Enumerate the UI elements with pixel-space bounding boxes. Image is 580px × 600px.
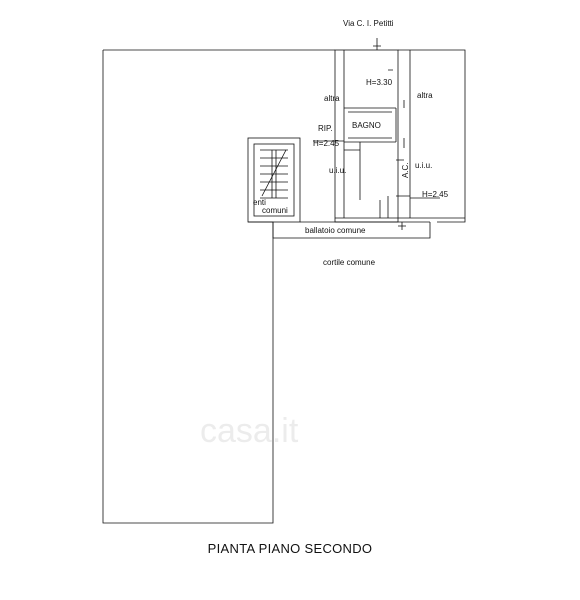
apartment-outline bbox=[334, 49, 399, 223]
room-altra-left: altra bbox=[324, 94, 340, 103]
height-main-label: H=3.30 bbox=[366, 78, 393, 87]
room-uiu-left: u.i.u. bbox=[329, 166, 346, 175]
height-ac-label: H=2.45 bbox=[422, 190, 449, 199]
stair-block bbox=[247, 137, 301, 223]
room-ac: A.C. bbox=[401, 162, 410, 178]
room-enti: enti bbox=[253, 198, 266, 207]
ballatoio-outline bbox=[272, 221, 431, 239]
watermark-text: casa.it bbox=[200, 412, 299, 450]
street-label: Via C. I. Petitti bbox=[343, 19, 394, 28]
plan-title: PIANTA PIANO SECONDO bbox=[207, 541, 373, 556]
left-building-outline bbox=[102, 49, 335, 524]
top-wall bbox=[398, 49, 466, 223]
room-altra-right: altra bbox=[417, 91, 433, 100]
cortile-label: cortile comune bbox=[323, 258, 376, 267]
room-bagno: BAGNO bbox=[352, 121, 381, 130]
height-rip-label: H=2.45 bbox=[313, 139, 340, 148]
room-rip: RIP. bbox=[318, 124, 333, 133]
room-comuni: comuni bbox=[262, 206, 288, 215]
ballatoio-label: ballatoio comune bbox=[305, 226, 366, 235]
room-uiu-right: u.i.u. bbox=[415, 161, 432, 170]
